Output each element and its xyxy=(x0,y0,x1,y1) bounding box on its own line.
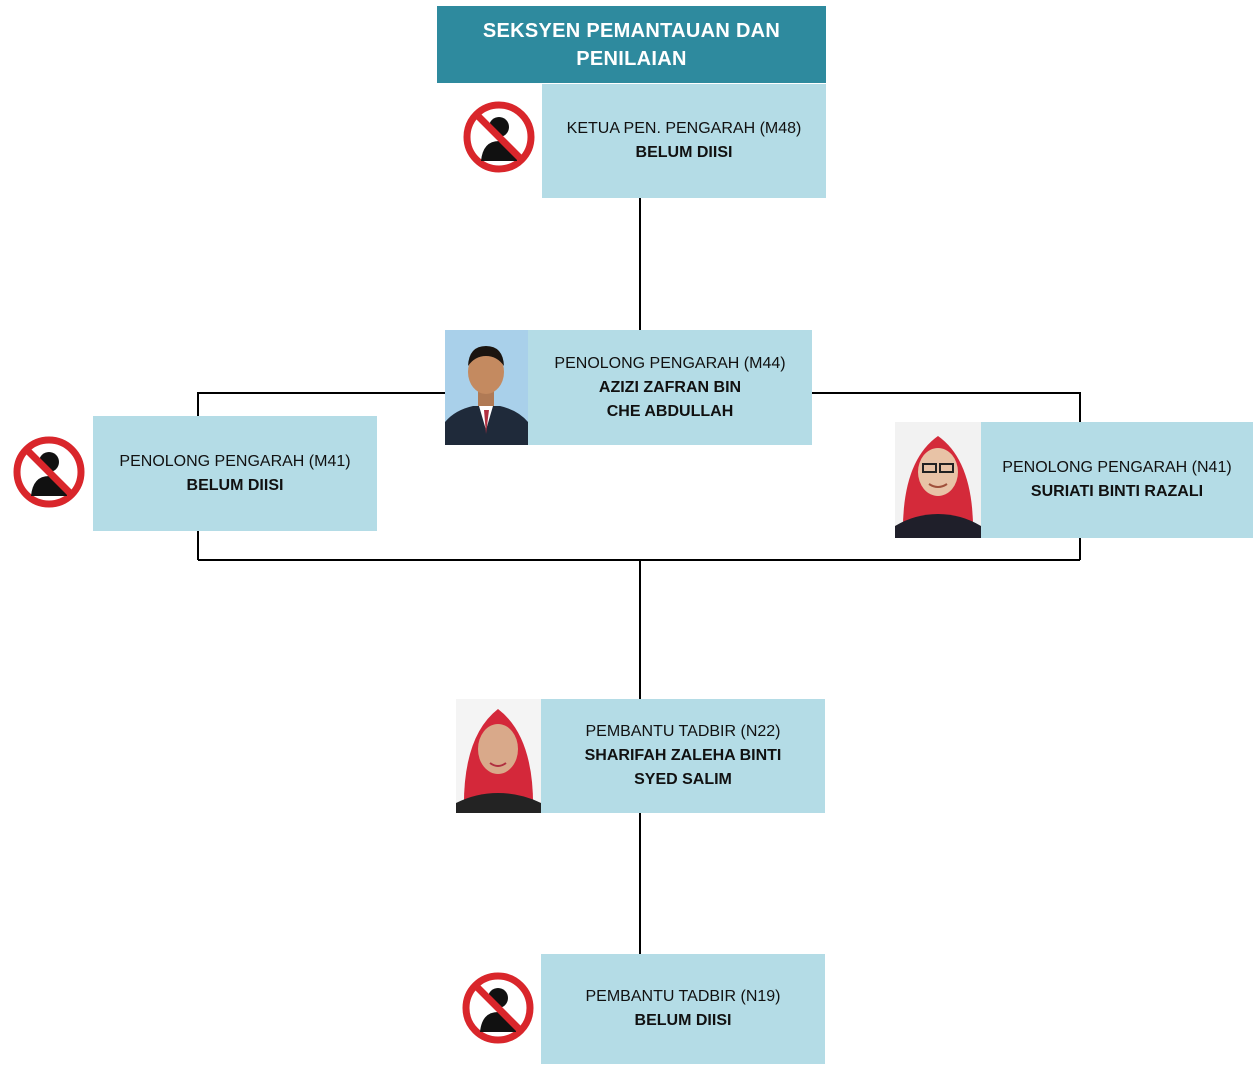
node-name: BELUM DIISI xyxy=(635,144,733,161)
node-pp-n41: PENOLONG PENGARAH (N41) SURIATI BINTI RA… xyxy=(981,422,1253,538)
node-name: CHE ABDULLAH xyxy=(606,402,734,420)
node-name: SYED SALIM xyxy=(634,771,732,788)
person-photo xyxy=(895,422,981,538)
no-person-icon xyxy=(11,434,87,510)
node-position: KETUA PEN. PENGARAH (M48) xyxy=(566,120,802,137)
node-name: AZIZI ZAFRAN BIN xyxy=(598,378,742,396)
node-ketua: KETUA PEN. PENGARAH (M48) BELUM DIISI xyxy=(542,84,826,198)
no-person-icon xyxy=(461,99,537,175)
node-position: PENOLONG PENGARAH (N41) xyxy=(1002,459,1232,476)
node-position: PENOLONG PENGARAH (M44) xyxy=(554,354,786,372)
node-position: PEMBANTU TADBIR (N22) xyxy=(585,723,781,740)
no-person-icon xyxy=(460,970,536,1046)
node-name: BELUM DIISI xyxy=(186,476,284,494)
node-pp-m44: PENOLONG PENGARAH (M44) AZIZI ZAFRAN BIN… xyxy=(528,330,812,445)
node-pp-m41: PENOLONG PENGARAH (M41) BELUM DIISI xyxy=(93,416,377,531)
node-position: PEMBANTU TADBIR (N19) xyxy=(585,988,781,1005)
section-title-line1: SEKSYEN PEMANTAUAN DAN xyxy=(482,19,781,42)
node-pt-n19: PEMBANTU TADBIR (N19) BELUM DIISI xyxy=(541,954,825,1064)
section-title: SEKSYEN PEMANTAUAN DAN PENILAIAN xyxy=(437,6,826,83)
person-photo xyxy=(456,699,541,813)
person-photo xyxy=(445,330,528,445)
node-pt-n22: PEMBANTU TADBIR (N22) SHARIFAH ZALEHA BI… xyxy=(541,699,825,813)
node-name: SURIATI BINTI RAZALI xyxy=(1030,483,1204,500)
node-name: BELUM DIISI xyxy=(634,1012,732,1029)
section-title-line2: PENILAIAN xyxy=(576,47,687,70)
node-name: SHARIFAH ZALEHA BINTI xyxy=(584,747,782,764)
node-position: PENOLONG PENGARAH (M41) xyxy=(119,452,351,470)
